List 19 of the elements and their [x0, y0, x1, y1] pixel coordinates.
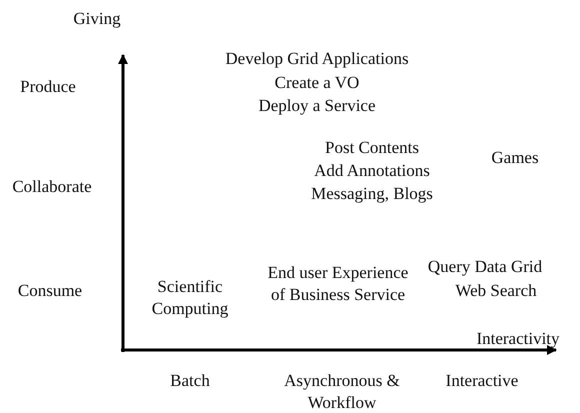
activity-label: Post Contents	[325, 137, 419, 159]
activity-label: Create a VO	[274, 72, 360, 94]
activity-label: Games	[491, 147, 539, 169]
activity-label: Web Search	[455, 280, 537, 302]
axis-tick-label: Collaborate	[12, 176, 92, 198]
axis-tick-label: Batch	[170, 370, 210, 392]
axis-title: Interactivity	[476, 328, 560, 350]
activity-label: Develop Grid Applications	[225, 48, 409, 70]
activity-label: Deploy a Service	[258, 95, 376, 117]
axis-tick-label: Produce	[20, 76, 76, 98]
activity-label: Add Annotations	[314, 160, 430, 182]
activity-label: Messaging, Blogs	[311, 183, 433, 205]
axis-tick-label: Interactive	[446, 370, 518, 392]
activity-label: Scientific Computing	[150, 276, 230, 320]
axis-title: Giving	[73, 8, 121, 30]
activity-label: Query Data Grid	[428, 256, 542, 278]
axis-tick-label: Consume	[18, 280, 82, 302]
axis-tick-label: Asynchronous & Workflow	[283, 370, 401, 413]
activity-label: End user Experience of Business Service	[266, 262, 410, 306]
